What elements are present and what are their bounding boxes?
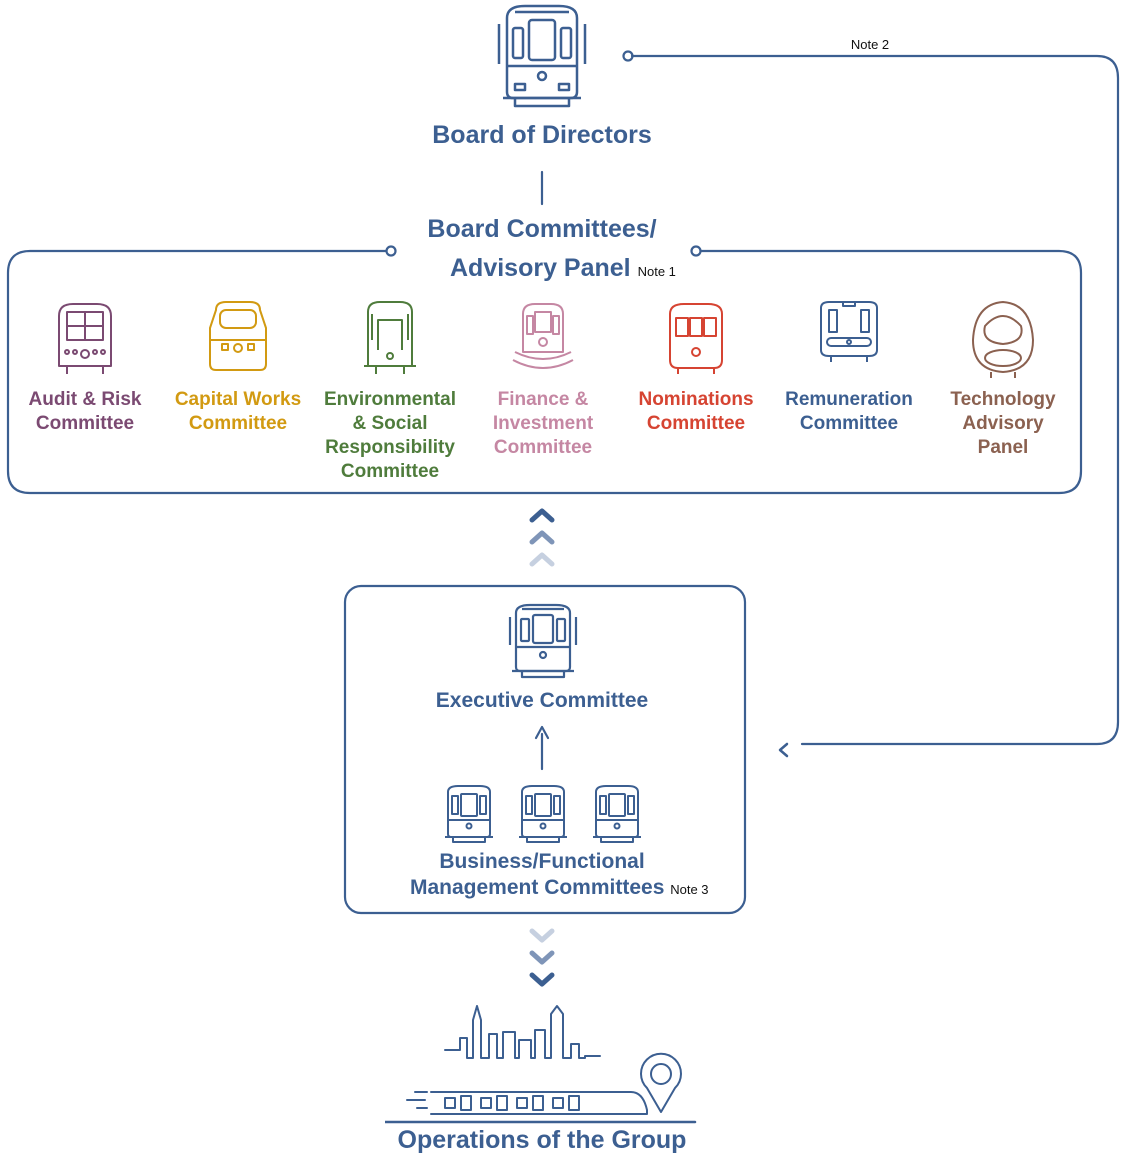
- management-label-line2: Management Committees: [410, 876, 665, 899]
- committee-6-train-icon: [972, 301, 1034, 378]
- committee-1-label-line-0: Capital Works: [174, 389, 302, 410]
- management-train-1-icon: [519, 785, 567, 843]
- committee-5-label-line-0: Remuneration: [785, 389, 913, 410]
- committee-3-label-line-2: Committee: [493, 437, 593, 458]
- committee-0-label-line-1: Committee: [35, 413, 135, 434]
- operations-label: Operations of the Group: [397, 1126, 687, 1154]
- committees-box: [6, 245, 1083, 495]
- committees-heading: Board Committees/: [380, 215, 704, 243]
- committee-2-label-line-1: & Social: [352, 413, 428, 434]
- committee-4-label-line-0: Nominations: [638, 389, 754, 410]
- note1: Note 1: [637, 264, 676, 279]
- committees-heading-line1: Board Committees/: [427, 215, 657, 243]
- committee-6-label-line-0: Technology: [950, 389, 1056, 410]
- committee-4-label-line-1: Committee: [646, 413, 746, 434]
- committee-2-train-icon: [364, 301, 416, 374]
- committee-2-label-line-3: Committee: [340, 461, 440, 482]
- committee-6-label-line-1: Advisory: [962, 413, 1044, 434]
- committee-5-label-line-1: Committee: [799, 413, 899, 434]
- note2: Note 2: [850, 37, 890, 52]
- committees-heading-line2: Advisory Panel: [450, 254, 631, 282]
- chevrons-up: [529, 508, 555, 567]
- committee-5-train-icon: [820, 301, 878, 362]
- management-label-line1: Business/Functional: [439, 850, 645, 873]
- up-arrow: [534, 725, 550, 771]
- committee-0-label-line-0: Audit & Risk: [28, 389, 142, 410]
- board-label: Board of Directors: [432, 121, 652, 149]
- chevrons-down: [529, 928, 555, 987]
- committee-0-train-icon: [58, 303, 112, 374]
- committee-1-train-icon: [209, 301, 267, 371]
- committee-2-label-line-0: Environmental: [324, 389, 456, 410]
- committee-3-train-icon: [512, 303, 574, 369]
- management-label-row: Management Committees Note 3: [400, 876, 740, 902]
- management-train-0-icon: [445, 785, 493, 843]
- committee-3-label-line-0: Finance &: [497, 389, 589, 410]
- management-train-2-icon: [593, 785, 641, 843]
- committee-2-label-line-2: Responsibility: [325, 437, 455, 458]
- executive-label: Executive Committee: [435, 689, 649, 712]
- committee-3-label-line-1: Investment: [492, 413, 594, 434]
- board-train-icon: [497, 4, 587, 108]
- note2-connector: [622, 50, 1120, 758]
- note3: Note 3: [670, 882, 709, 897]
- management-box: [343, 584, 747, 915]
- committee-6-label-line-2: Panel: [977, 437, 1029, 458]
- executive-train-icon: [508, 603, 578, 679]
- operations-city-icon: [385, 1005, 697, 1124]
- committee-4-train-icon: [669, 303, 723, 374]
- committee-1-label-line-1: Committee: [188, 413, 288, 434]
- committees-heading-2: Advisory Panel Note 1: [440, 256, 740, 284]
